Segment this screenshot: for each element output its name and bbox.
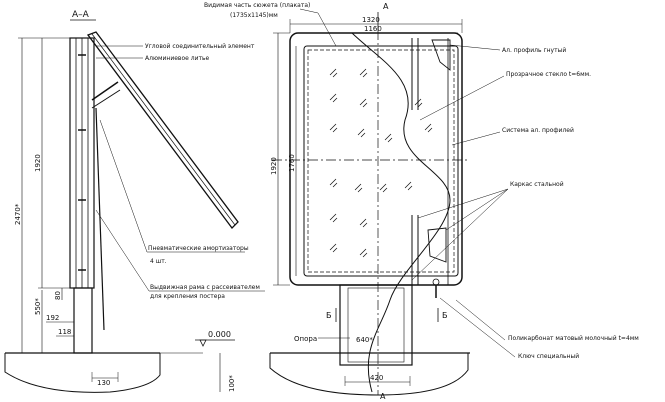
level-value: 0.000 <box>208 330 231 339</box>
dim-1760: 1760 <box>288 154 296 172</box>
label-al-profile: Ал. профиль гнутый <box>502 47 566 54</box>
dim-130: 130 <box>97 379 110 387</box>
label-support: Опора <box>294 335 317 343</box>
section-view-aa: А–А 0.000 1920 <box>4 10 265 393</box>
pole-base <box>73 287 93 354</box>
dim-80: 80 <box>54 291 62 300</box>
dim-118: 118 <box>58 328 71 336</box>
label-pneumatic: Пневматические амортизаторы <box>148 245 249 252</box>
dim-640: 640* <box>356 336 373 344</box>
section-mark-top: A <box>383 2 389 11</box>
support-leg <box>339 284 413 366</box>
cutaway-curve <box>351 32 451 393</box>
dim-1320: 1320 <box>362 16 380 24</box>
front-foundation <box>269 353 469 396</box>
label-frame-1: Выдвижная рама с рассеивателем <box>150 284 260 291</box>
dim-192: 192 <box>46 314 59 322</box>
label-frame-2: для крепления постера <box>150 293 225 300</box>
label-visible-size: (1735x1145)мм <box>230 12 278 19</box>
ground-foundation <box>4 353 161 393</box>
strut-2 <box>95 107 105 331</box>
label-aluminum-cast: Алюминиевое литье <box>145 55 210 62</box>
section-mark-b-left: Б <box>326 311 332 320</box>
cabinet-outer <box>289 32 463 286</box>
glass-reflections <box>329 68 433 258</box>
front-view: A <box>204 2 639 401</box>
section-title: А–А <box>72 10 90 20</box>
label-visible-part: Видимая часть сюжета (плаката) <box>204 2 310 9</box>
dim-550: 550* <box>34 298 42 315</box>
section-mark-bottom: A <box>380 392 386 401</box>
section-mark-b-right: Б <box>442 311 448 320</box>
opening-frame <box>86 31 239 229</box>
dim-100: 100* <box>228 375 236 392</box>
label-polycarbonate: Поликарбонат матовый молочный t=4мм <box>508 335 639 342</box>
label-steel-frame: Каркас стальной <box>510 181 564 188</box>
dim-2470: 2470* <box>14 203 22 225</box>
dim-1160: 1160 <box>364 25 382 33</box>
strut-1 <box>91 81 119 101</box>
label-special-key: Ключ специальный <box>518 353 579 360</box>
label-al-system: Система ал. профилей <box>502 127 574 134</box>
dim-1920-left: 1920 <box>34 154 42 172</box>
label-corner-element: Угловой соединительный элемент <box>145 43 255 50</box>
label-glass: Прозрачное стекло t=6мм. <box>506 71 591 78</box>
dim-1920-right: 1920 <box>270 157 278 175</box>
label-pneumatic-count: 4 шт. <box>150 258 167 265</box>
dim-420: 420 <box>370 374 383 382</box>
visible-area-dashed <box>307 49 455 273</box>
visible-area <box>303 45 459 277</box>
